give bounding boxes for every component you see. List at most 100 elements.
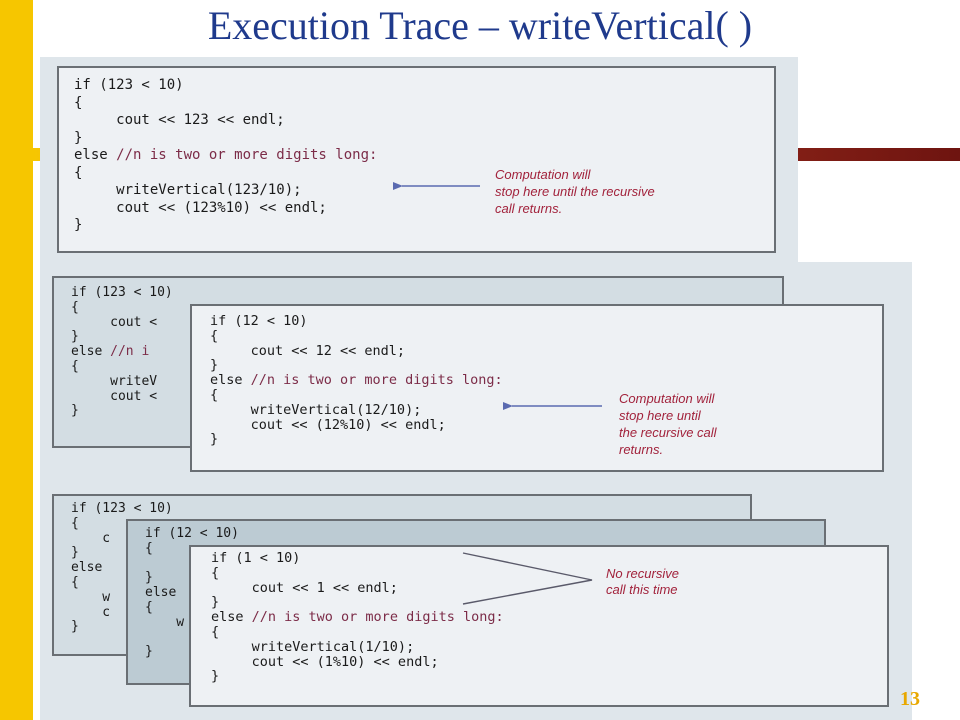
code-comment: //n is two or more digits long: [242, 372, 503, 389]
annotation-line: No recursive [606, 566, 679, 581]
code-text: { [71, 358, 79, 374]
code-line: else [145, 585, 239, 601]
accent-notch [20, 148, 33, 161]
code-text: { [210, 386, 219, 403]
code-line: } [71, 329, 173, 345]
code-text: } [71, 619, 79, 635]
code-comment: //n is two or more digits long: [243, 609, 504, 626]
code-block-1: if (1 < 10){ cout << 1 << endl;}else //n… [211, 551, 504, 684]
code-line: if (12 < 10) [145, 526, 239, 542]
code-line: else //n is two or more digits long: [211, 610, 504, 625]
code-line: } [145, 570, 239, 586]
code-line: { [71, 515, 173, 532]
code-line: { [145, 600, 239, 616]
code-text: } [71, 403, 79, 419]
code-line: w [145, 615, 239, 631]
code-line: } [71, 619, 173, 635]
code-text: } [145, 644, 153, 660]
code-line: { [71, 299, 173, 316]
code-line: } [74, 217, 377, 235]
code-text: cout << 123 << endl; [74, 112, 285, 128]
code-text: else [74, 147, 108, 163]
code-line: { [210, 388, 503, 403]
code-block-123: if (123 < 10){ cout << 123 << endl;}else… [74, 77, 377, 235]
code-line: if (12 < 10) [210, 314, 503, 329]
annotation-line: Computation will [495, 167, 591, 182]
code-line: { [74, 95, 377, 113]
code-line: writeVertical(12/10); [210, 401, 503, 418]
code-text: { [74, 94, 83, 111]
code-line: writeV [71, 374, 173, 390]
code-text: } [74, 217, 83, 233]
code-line: } [211, 669, 504, 684]
code-text: } [210, 357, 219, 374]
code-line: } [74, 130, 377, 148]
code-text: cout << 12 << endl; [210, 342, 406, 359]
code-line: } [71, 545, 173, 561]
code-text: { [71, 515, 79, 531]
code-panel-1: if (123 < 10){ cout << 123 << endl;}else… [57, 66, 776, 253]
code-line: cout << (1%10) << endl; [211, 653, 504, 670]
code-line: cout < [71, 389, 173, 405]
code-text: { [71, 299, 79, 315]
code-text: else [145, 585, 177, 601]
code-block-12: if (12 < 10){ cout << 12 << endl;}else /… [210, 314, 503, 447]
code-text: c [71, 530, 111, 546]
code-text: } [211, 668, 220, 685]
code-text: if (1 < 10) [211, 550, 301, 566]
code-line: else //n i [71, 344, 173, 360]
code-text: cout << (123%10) << endl; [74, 199, 327, 216]
code-line: } [210, 358, 503, 373]
code-line: } [211, 595, 504, 610]
code-text: cout << (1%10) << endl; [211, 653, 439, 670]
code-block-123-stub: if (123 < 10){ c}else{ w c} [71, 501, 173, 635]
code-text: { [74, 164, 83, 181]
code-text: if (123 < 10) [74, 77, 184, 93]
code-line: if (1 < 10) [211, 551, 504, 566]
code-text: if (12 < 10) [210, 313, 308, 329]
code-text: cout << 1 << endl; [211, 579, 398, 596]
code-text: else [71, 344, 103, 360]
code-line: } [145, 644, 239, 660]
code-comment: //n i [102, 344, 150, 360]
code-text: else [71, 560, 103, 576]
code-text: { [210, 327, 219, 344]
code-text: { [211, 623, 220, 640]
code-text: { [145, 540, 153, 556]
code-line: writeVertical(123/10); [74, 182, 377, 200]
code-text: if (12 < 10) [145, 526, 239, 541]
code-line: { [71, 358, 173, 375]
code-text: c [71, 604, 111, 620]
code-line: } [210, 432, 503, 447]
code-line: c [71, 604, 173, 621]
code-line: cout << 12 << endl; [210, 342, 503, 359]
code-line: { [210, 327, 503, 344]
annotation-line: the recursive call [619, 425, 717, 440]
bracket-no-recursive [462, 552, 593, 605]
code-line: else //n is two or more digits long: [210, 373, 503, 388]
left-accent-bar [0, 0, 33, 720]
code-text: else [210, 372, 243, 389]
annotation-line: stop here until the recursive [495, 184, 655, 199]
code-text: writeVertical(12/10); [210, 401, 422, 418]
code-text: if (123 < 10) [71, 501, 173, 516]
code-text: cout << (12%10) << endl; [210, 416, 446, 433]
code-line: { [211, 565, 504, 581]
annotation-stop-here: Computation will stop here until the recu… [495, 166, 655, 217]
code-line: } [71, 403, 173, 419]
code-panel-3-front: if (1 < 10){ cout << 1 << endl;}else //n… [189, 545, 889, 707]
code-line: cout << 123 << endl; [74, 112, 377, 130]
code-line: { [71, 575, 173, 591]
code-line: if (123 < 10) [71, 285, 173, 301]
slide-title: Execution Trace – writeVertical( ) [207, 3, 753, 48]
code-text: } [211, 594, 220, 611]
code-block-123-partial: if (123 < 10){ cout <}else //n i{ writeV… [71, 285, 173, 419]
code-text: } [71, 545, 79, 561]
code-text: writeVertical(1/10); [211, 638, 415, 655]
code-text: w [71, 589, 111, 605]
code-line: { [145, 540, 239, 557]
annotation-line: call this time [606, 582, 678, 597]
code-line: else [71, 560, 173, 576]
